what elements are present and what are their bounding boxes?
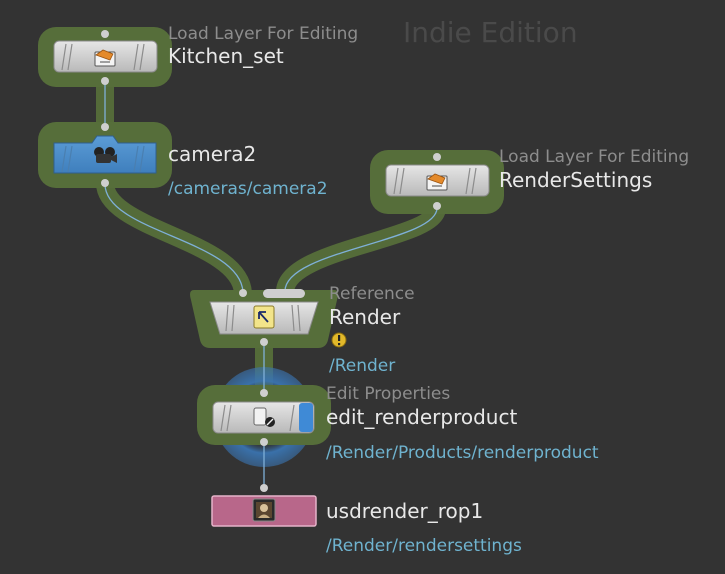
output-port[interactable] [260, 338, 268, 346]
edit-properties-icon [253, 407, 275, 427]
warning-icon[interactable] [331, 332, 347, 348]
output-port[interactable] [433, 202, 441, 210]
output-port[interactable] [101, 77, 109, 85]
wires [104, 82, 438, 487]
input-port[interactable] [101, 30, 109, 38]
rendersettings-type-label: Load Layer For Editing [499, 147, 690, 167]
input-port[interactable] [260, 484, 268, 492]
kitchen-name-label[interactable]: Kitchen_set [168, 44, 284, 68]
node-camera2[interactable] [53, 123, 157, 187]
open-folder-icon [426, 173, 448, 191]
multi-input-port[interactable] [263, 289, 305, 298]
edition-watermark: Indie Edition [403, 16, 578, 49]
input-port[interactable] [101, 123, 109, 131]
reference-arrow-icon [253, 305, 275, 329]
output-port[interactable] [260, 438, 268, 446]
rop-name-label[interactable]: usdrender_rop1 [326, 499, 484, 523]
render-name-label[interactable]: Render [329, 305, 401, 329]
node-kitchen-set[interactable] [53, 30, 158, 85]
input-port[interactable] [239, 289, 247, 297]
rop-path-label: /Render/rendersettings [326, 536, 522, 556]
rendersettings-name-label[interactable]: RenderSettings [499, 168, 653, 192]
edit-path-label: /Render/Products/renderproduct [326, 443, 599, 463]
render-path-label: /Render [329, 356, 396, 376]
edit-name-label[interactable]: edit_renderproduct [326, 405, 518, 429]
edit-type-label: Edit Properties [326, 384, 451, 404]
input-port[interactable] [260, 389, 268, 397]
node-rendersettings[interactable] [385, 153, 490, 210]
display-flag[interactable] [299, 403, 313, 432]
node-edit-renderproduct[interactable] [212, 389, 315, 446]
camera-icon [94, 147, 117, 163]
camera-path-label: /cameras/camera2 [168, 179, 328, 199]
node-render[interactable] [209, 289, 319, 346]
input-port[interactable] [433, 153, 441, 161]
output-port[interactable] [101, 179, 109, 187]
open-folder-icon [94, 49, 116, 67]
camera-name-label[interactable]: camera2 [168, 142, 257, 166]
kitchen-type-label: Load Layer For Editing [168, 24, 359, 44]
wire-rendersettings-render [284, 207, 438, 293]
render-rop-icon [252, 498, 276, 522]
wire-camera-render [104, 183, 244, 293]
node-usdrender-rop1[interactable] [211, 484, 317, 527]
render-type-label: Reference [329, 284, 415, 304]
